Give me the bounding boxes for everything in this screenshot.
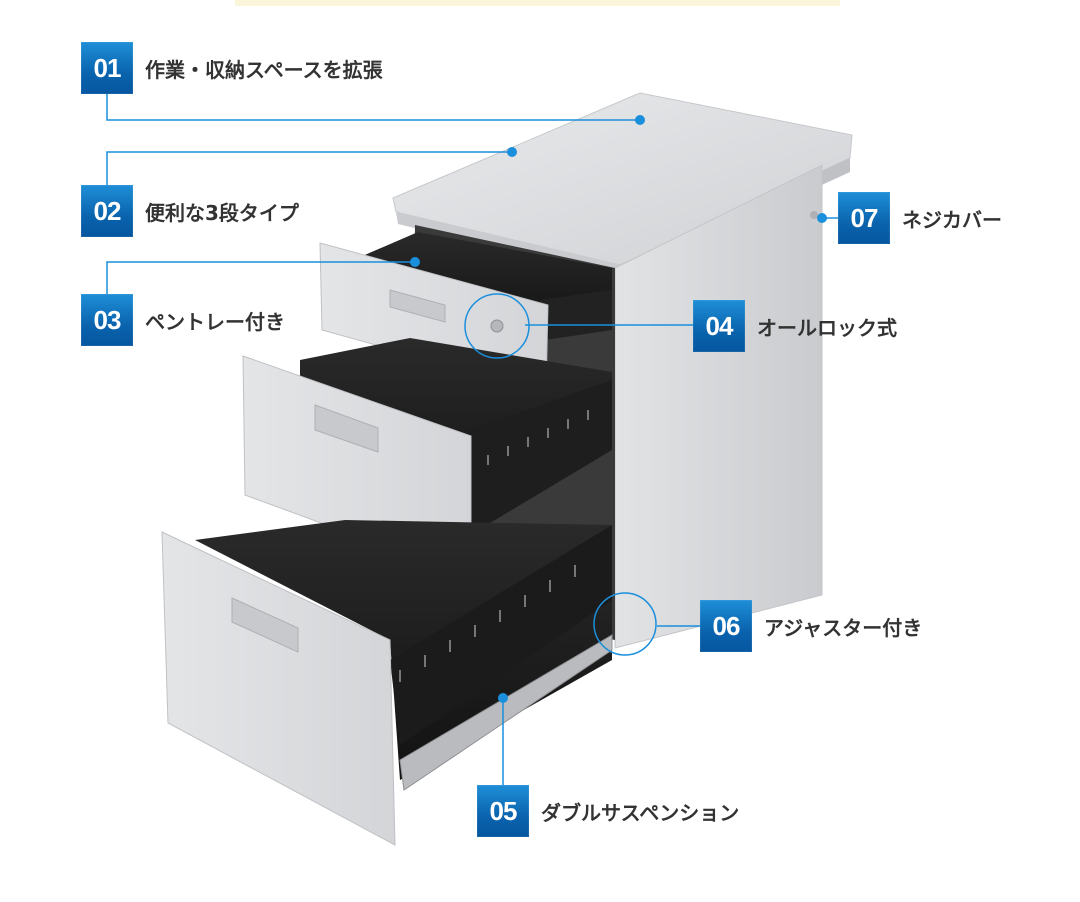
leader-line-02 — [106, 151, 512, 185]
callout-number: 06 — [700, 600, 752, 652]
callout-03: 03 ペントレー付き — [81, 294, 285, 346]
top-decorative-band — [235, 0, 840, 6]
callout-number: 07 — [838, 192, 890, 244]
callout-number: 04 — [693, 300, 745, 352]
callout-label: ダブルサスペンション — [541, 800, 740, 825]
leader-dots — [410, 115, 827, 703]
callout-number: 03 — [81, 294, 133, 346]
callout-number: 02 — [81, 185, 133, 237]
callout-06: 06 アジャスター付き — [700, 600, 922, 652]
highlight-circle-04 — [464, 293, 530, 359]
callout-label: アジャスター付き — [764, 615, 923, 640]
top-drawer-handle — [389, 289, 446, 323]
leader-lines — [106, 93, 838, 785]
lock-cylinder — [490, 319, 504, 333]
callout-label: ネジカバー — [902, 207, 1002, 232]
bottom-drawer — [161, 520, 613, 846]
middle-drawer-handle — [314, 404, 379, 453]
leader-line-01 — [106, 93, 640, 121]
callout-label: オールロック式 — [757, 315, 897, 340]
callout-number: 01 — [81, 42, 133, 94]
callout-05: 05 ダブルサスペンション — [477, 785, 739, 837]
callout-label: 便利な3段タイプ — [145, 200, 299, 225]
callout-07: 07 ネジカバー — [838, 192, 1002, 244]
callout-01: 01 作業・収納スペースを拡張 — [81, 42, 383, 94]
callout-04: 04 オールロック式 — [693, 300, 897, 352]
callout-label: 作業・収納スペースを拡張 — [145, 57, 383, 82]
screw-cover — [810, 211, 818, 219]
drawer-slide-rail — [399, 634, 613, 791]
bottom-drawer-front — [161, 531, 396, 846]
callout-label: ペントレー付き — [145, 309, 285, 334]
callout-02: 02 便利な3段タイプ — [81, 185, 299, 237]
callout-number: 05 — [477, 785, 529, 837]
bottom-drawer-handle — [231, 597, 299, 653]
highlight-circle-06 — [593, 592, 657, 656]
leader-line-03 — [106, 261, 415, 295]
